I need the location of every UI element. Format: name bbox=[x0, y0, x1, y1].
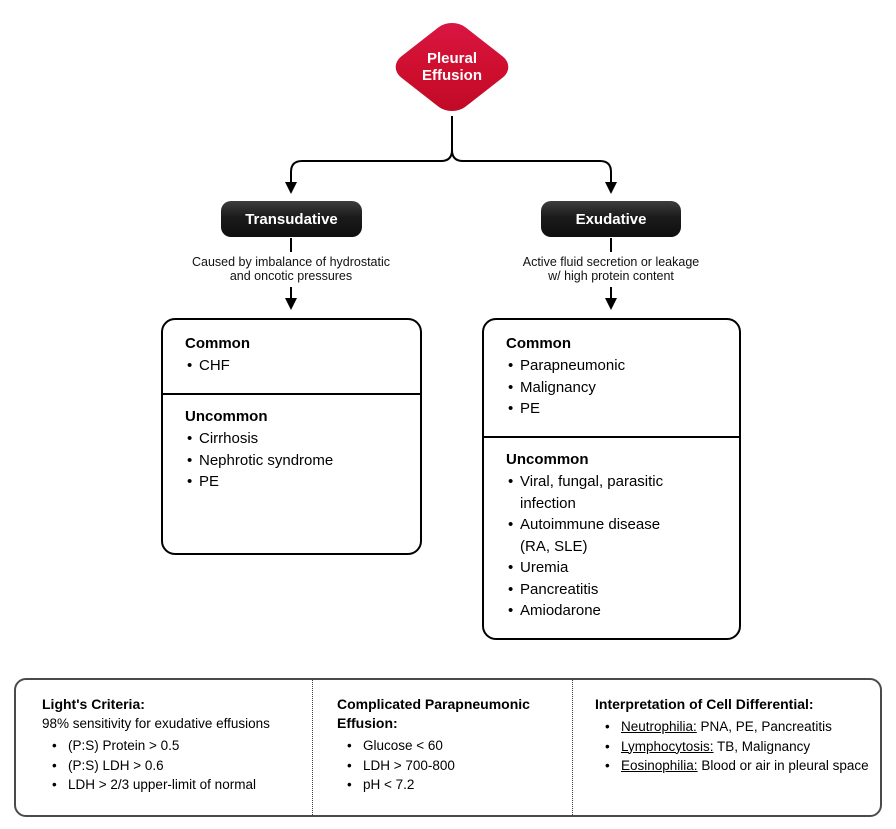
list-item: Eosinophilia: Blood or air in pleural sp… bbox=[595, 756, 876, 776]
exudative-caption-line2: w/ high protein content bbox=[548, 268, 674, 283]
section-title: Common bbox=[506, 335, 571, 352]
cell-diff-term: Eosinophilia: bbox=[621, 758, 698, 773]
list-item: Autoimmune disease (RA, SLE) bbox=[506, 514, 725, 557]
cell-diff-detail: Blood or air in pleural space bbox=[697, 758, 869, 773]
list-item: Neutrophilia: PNA, PE, Pancreatitis bbox=[595, 717, 876, 737]
list-item: (P:S) Protein > 0.5 bbox=[42, 736, 308, 756]
exudative-caption: Active fluid secretion or leakage w/ hig… bbox=[470, 255, 752, 283]
lights-criteria-subtitle: 98% sensitivity for exudative effusions bbox=[42, 716, 270, 731]
cell-differential-list: Neutrophilia: PNA, PE, Pancreatitis Lymp… bbox=[595, 717, 876, 776]
root-node: Pleural Effusion bbox=[387, 16, 517, 118]
section-title: Uncommon bbox=[185, 408, 268, 425]
complicated-parapneumonic-list: Glucose < 60 LDH > 700-800 pH < 7.2 bbox=[337, 736, 568, 795]
list-item: PE bbox=[506, 398, 725, 420]
list-item: LDH > 700-800 bbox=[337, 756, 568, 776]
transudative-uncommon-list: Cirrhosis Nephrotic syndrome PE bbox=[185, 428, 406, 493]
cell-diff-detail: PNA, PE, Pancreatitis bbox=[696, 719, 832, 734]
root-node-label: Pleural Effusion bbox=[422, 50, 482, 84]
list-item: Malignancy bbox=[506, 377, 725, 399]
lights-criteria-section: Light's Criteria: 98% sensitivity for ex… bbox=[16, 680, 313, 815]
list-item: Pancreatitis bbox=[506, 579, 725, 601]
list-item: Glucose < 60 bbox=[337, 736, 568, 756]
section-title: Interpretation of Cell Differential: bbox=[595, 696, 814, 712]
lights-criteria-list: (P:S) Protein > 0.5 (P:S) LDH > 0.6 LDH … bbox=[42, 736, 308, 795]
reference-panel: Light's Criteria: 98% sensitivity for ex… bbox=[14, 678, 882, 817]
list-item: CHF bbox=[185, 355, 406, 377]
transudative-uncommon-section: Uncommon Cirrhosis Nephrotic syndrome PE bbox=[163, 395, 420, 493]
transudative-caption: Caused by imbalance of hydrostatic and o… bbox=[150, 255, 432, 283]
section-title: Common bbox=[185, 335, 250, 352]
list-item: Cirrhosis bbox=[185, 428, 406, 450]
section-title: Uncommon bbox=[506, 451, 589, 468]
list-item: Parapneumonic bbox=[506, 355, 725, 377]
list-item: LDH > 2/3 upper-limit of normal bbox=[42, 775, 308, 795]
transudative-node-label: Transudative bbox=[245, 210, 338, 228]
connector-root-to-transudative bbox=[285, 116, 453, 194]
exudative-uncommon-list: Viral, fungal, parasitic infection Autoi… bbox=[506, 471, 725, 622]
list-item: Lymphocytosis: TB, Malignancy bbox=[595, 737, 876, 757]
exudative-common-list: Parapneumonic Malignancy PE bbox=[506, 355, 725, 420]
list-item: Nephrotic syndrome bbox=[185, 450, 406, 472]
list-item: (P:S) LDH > 0.6 bbox=[42, 756, 308, 776]
transudative-node: Transudative bbox=[221, 201, 362, 237]
cell-differential-section: Interpretation of Cell Differential: Neu… bbox=[573, 680, 880, 815]
cell-diff-detail: TB, Malignancy bbox=[713, 738, 811, 754]
exudative-causes-box: Common Parapneumonic Malignancy PE Uncom… bbox=[482, 318, 741, 640]
connector-root-to-exudative bbox=[451, 116, 617, 194]
list-item: Uremia bbox=[506, 557, 725, 579]
section-title: Light's Criteria: bbox=[42, 696, 145, 712]
list-item: pH < 7.2 bbox=[337, 775, 568, 795]
exudative-uncommon-section: Uncommon Viral, fungal, parasitic infect… bbox=[484, 438, 739, 622]
exudative-node: Exudative bbox=[541, 201, 681, 237]
list-item: PE bbox=[185, 471, 406, 493]
list-item: Viral, fungal, parasitic infection bbox=[506, 471, 725, 514]
complicated-parapneumonic-section: Complicated Parapneumonic Effusion: Gluc… bbox=[313, 680, 573, 815]
exudative-common-section: Common Parapneumonic Malignancy PE bbox=[484, 320, 739, 438]
transudative-caption-line2: and oncotic pressures bbox=[229, 268, 353, 283]
transudative-causes-box: Common CHF Uncommon Cirrhosis Nephrotic … bbox=[161, 318, 422, 555]
cell-diff-term: Lymphocytosis: bbox=[621, 738, 714, 754]
exudative-caption-line1: Active fluid secretion or leakage bbox=[522, 255, 700, 269]
cell-diff-term: Neutrophilia: bbox=[621, 719, 697, 734]
transudative-common-section: Common CHF bbox=[163, 320, 420, 395]
transudative-common-list: CHF bbox=[185, 355, 406, 377]
transudative-caption-line1: Caused by imbalance of hydrostatic bbox=[191, 255, 391, 269]
section-title: Complicated Parapneumonic Effusion: bbox=[337, 696, 530, 731]
exudative-node-label: Exudative bbox=[575, 210, 647, 228]
list-item: Amiodarone bbox=[506, 600, 725, 622]
